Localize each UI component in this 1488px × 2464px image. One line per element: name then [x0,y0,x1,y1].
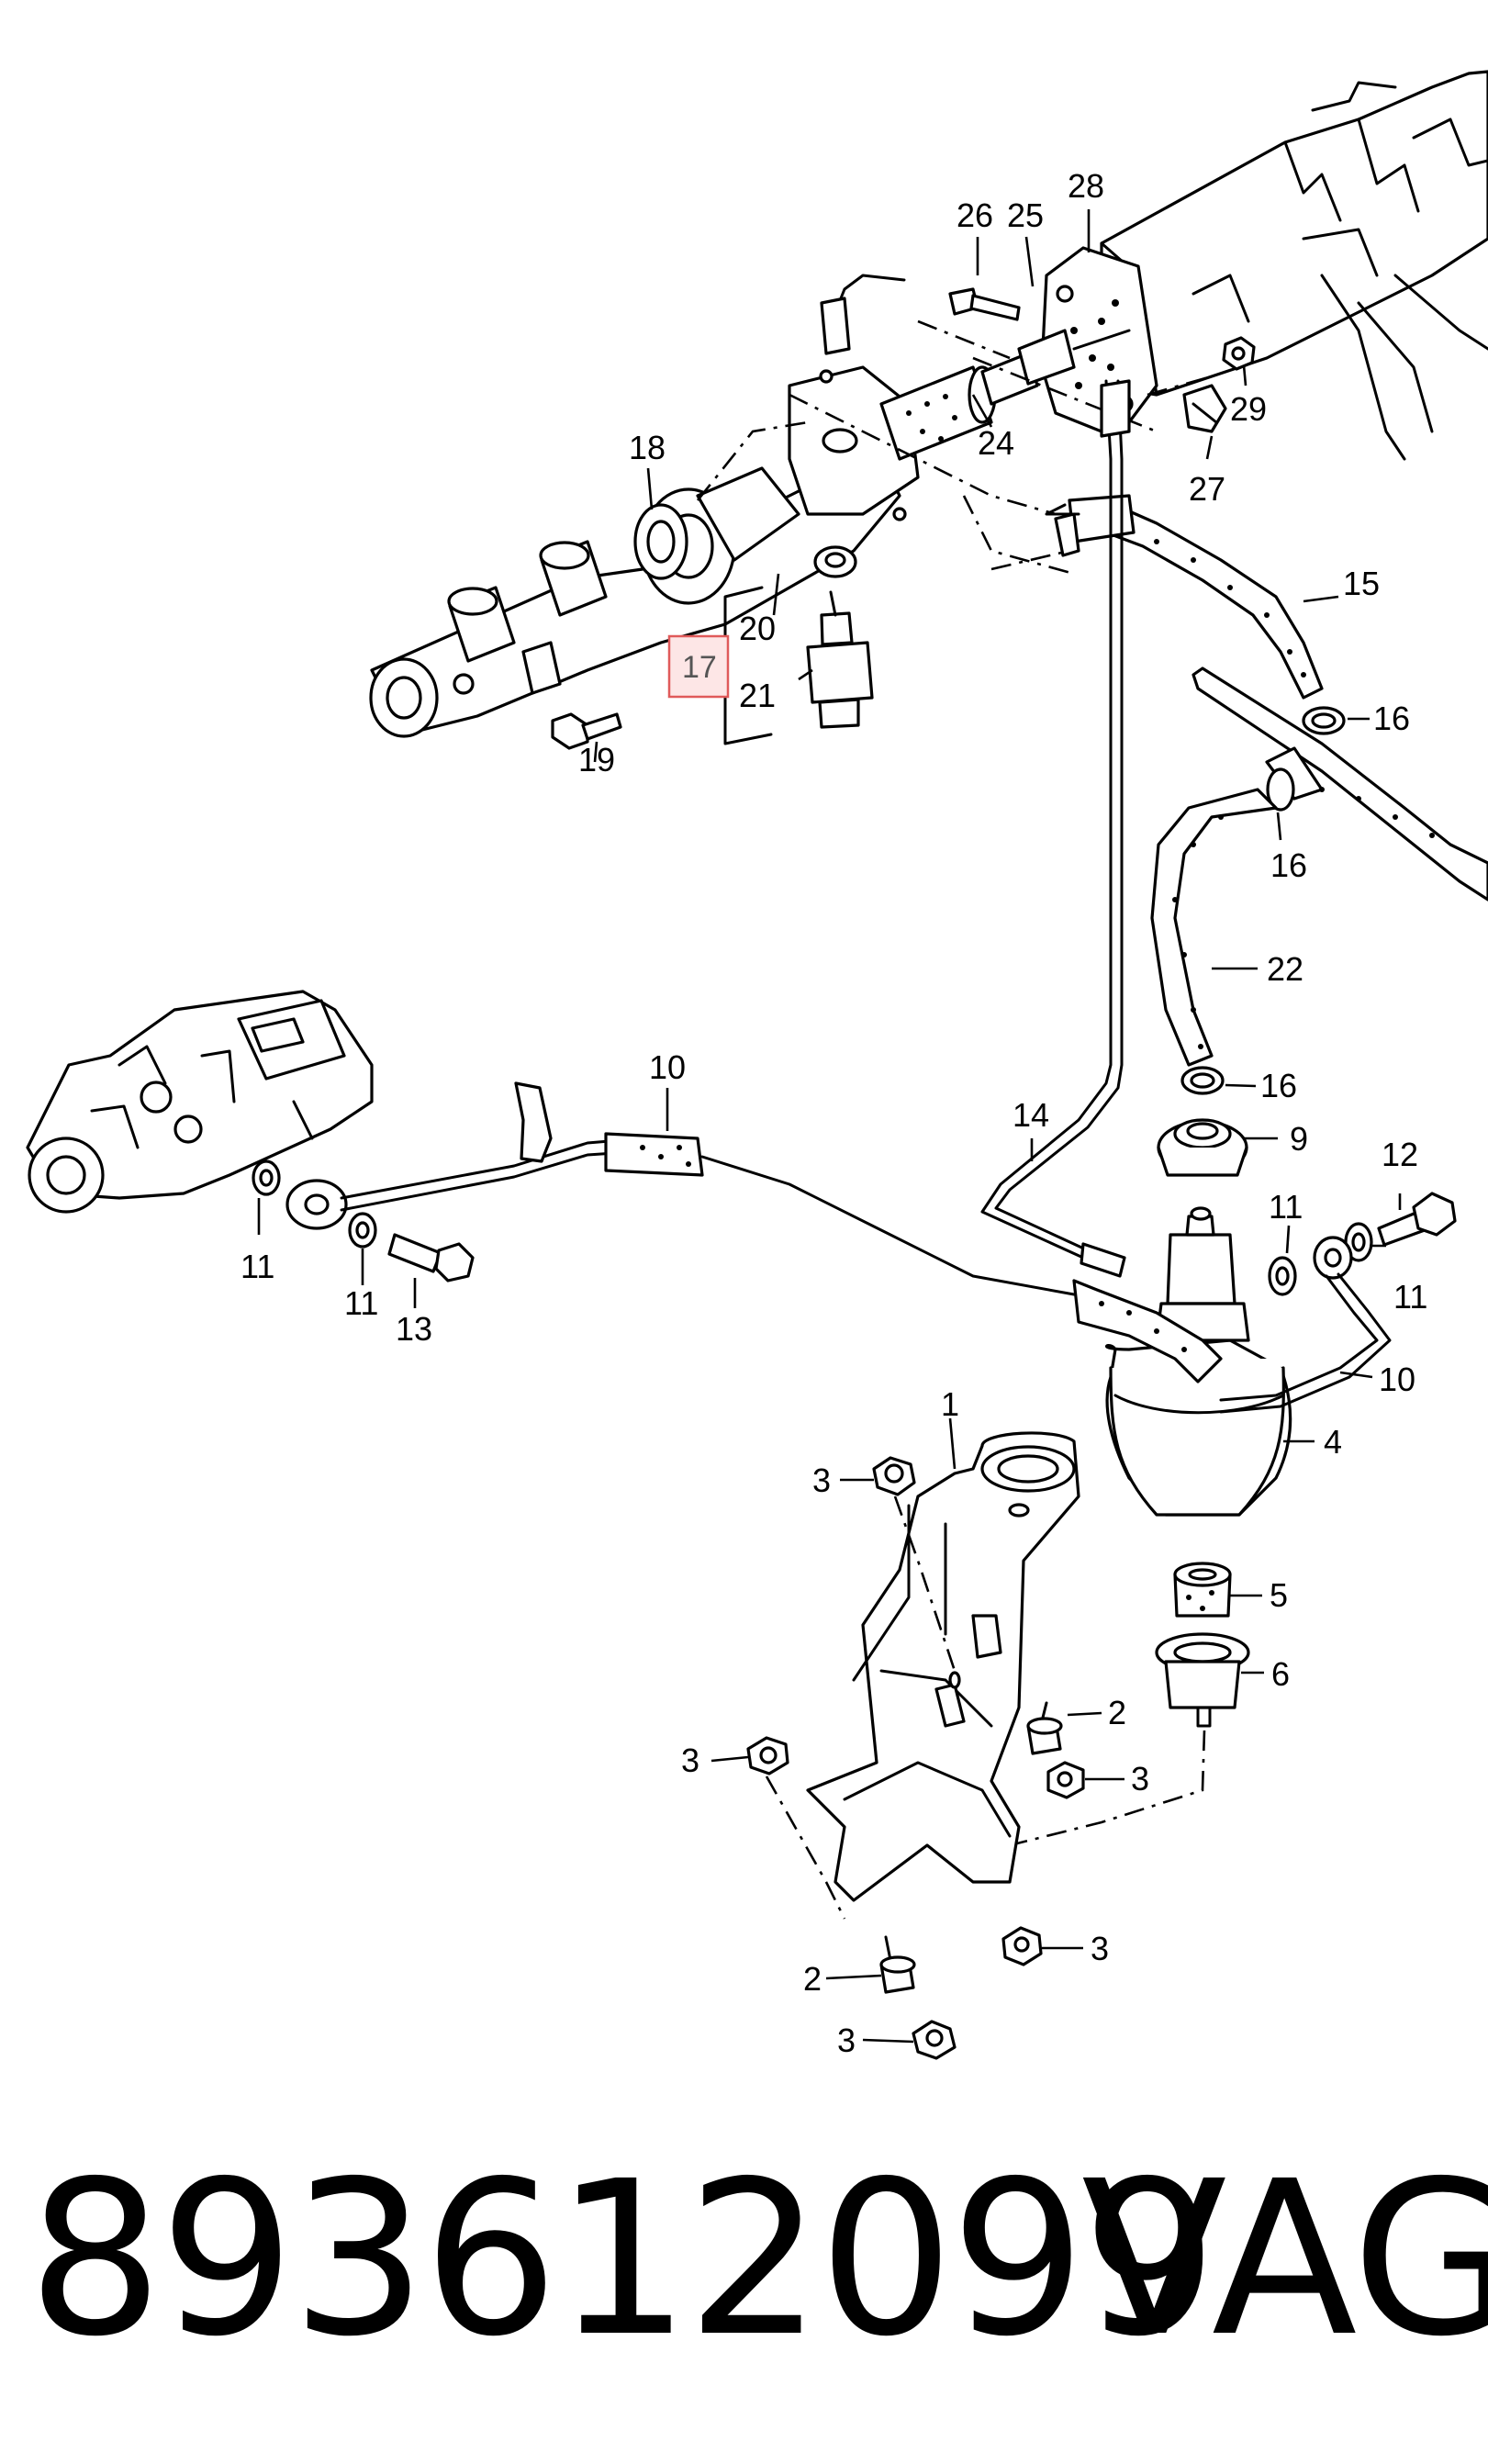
nut-3-top [872,1456,916,1496]
callout-22: 22 [1267,950,1303,988]
brand-name: VAG [1081,2135,1488,2383]
callout-3-e: 3 [837,2022,856,2059]
washer-20 [813,545,857,578]
bolt-19 [551,712,622,750]
stud-2-lower [879,1935,916,1994]
nut-3-right [1001,1926,1043,1966]
hose-accumulator [1072,1279,1223,1383]
master-cylinder [369,365,920,738]
callout-14: 14 [1013,1096,1049,1134]
bracket-1 [806,1431,1080,1902]
callout-3-d: 3 [1091,1930,1109,1967]
pressure-sender-21 [806,590,874,729]
callout-25: 25 [1007,196,1044,234]
callout-11-d: 11 [1393,1278,1427,1316]
callout-17-highlight: 17 [667,634,730,699]
nut-3-bottom [912,2020,957,2060]
clamp-16-mid [1266,767,1295,812]
callout-11-b: 11 [344,1284,378,1322]
callout-9: 9 [1290,1120,1308,1158]
parts-diagram: 28 25 26 24 29 27 18 20 21 19 17 15 16 1… [26,70,1488,2060]
callout-11-a: 11 [241,1248,274,1285]
callout-6: 6 [1271,1655,1290,1693]
callout-12: 12 [1382,1136,1418,1173]
callout-24: 24 [978,424,1014,462]
callout-2-b: 2 [803,1960,822,1998]
callout-27: 27 [1189,470,1225,508]
callout-1: 1 [941,1385,959,1423]
washer-11-right [1268,1256,1297,1296]
callout-18: 18 [629,429,666,466]
pedal-bracket-28 [1100,70,1488,461]
stud-2-upper [1026,1701,1063,1755]
callout-16-mid: 16 [1270,846,1307,884]
mount-6 [1155,1632,1250,1728]
isolator-5 [1173,1562,1232,1618]
clamp-16-top [1302,706,1346,735]
callout-19: 19 [578,741,615,778]
grommet-9 [1157,1118,1248,1177]
t-connector [1192,666,1488,902]
callout-3-b: 3 [1131,1760,1149,1798]
hose-22 [1150,788,1278,1067]
nut-3-mid [1046,1761,1085,1799]
banjo-right [1313,1236,1353,1280]
pressure-line-10-left [340,1081,1076,1296]
callout-17: 17 [682,650,717,685]
callout-16-top: 16 [1373,700,1410,737]
callout-28: 28 [1068,167,1104,205]
callout-16-bottom: 16 [1260,1067,1297,1104]
callout-15: 15 [1343,565,1380,602]
callout-3-c: 3 [681,1742,699,1779]
nut-29 [1222,336,1256,371]
callout-26: 26 [957,196,993,234]
callout-3-a: 3 [812,1462,831,1499]
pipe-14 [980,379,1131,1278]
nut-3-left [746,1736,789,1775]
bolt-26 [948,287,1021,321]
hose-15 [1045,494,1324,700]
banjo-fitting [285,1179,348,1230]
part-number: 893612099 [28,2135,1217,2383]
washer-11-left [252,1159,281,1196]
bolt-12 [1377,1192,1457,1247]
callout-21: 21 [739,677,776,714]
pressure-line-10-right [1219,1272,1392,1414]
callout-13: 13 [396,1310,432,1348]
callout-2-a: 2 [1108,1694,1126,1731]
callout-5: 5 [1270,1576,1288,1614]
accumulator-4 [1105,1206,1292,1517]
power-steering-pump [26,990,374,1214]
callout-20: 20 [739,610,776,647]
callout-11-c: 11 [1269,1188,1303,1226]
callout-10-left: 10 [649,1048,686,1086]
callout-29: 29 [1230,390,1267,428]
callout-4: 4 [1324,1423,1342,1461]
clamp-16-bottom [1180,1066,1225,1095]
clip-27 [1182,384,1227,433]
servo-cylinder [879,329,1131,461]
pipe-fitting-top [820,274,906,355]
banjo-bolt-13 [387,1233,475,1282]
washer-11-left2 [348,1212,377,1249]
callout-10-right: 10 [1379,1361,1415,1398]
